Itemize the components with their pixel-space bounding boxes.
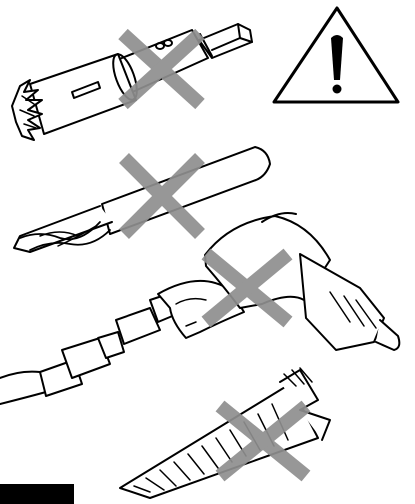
page-tab-marker [0,484,74,504]
prohibited-cross-icon [201,248,293,328]
warning-triangle-icon [272,6,400,104]
prohibited-cross-icon [119,153,205,239]
step-drill-bit-icon [119,367,331,499]
prohibited-cross-icon [215,400,311,482]
prohibited-cross-icon [118,28,205,110]
